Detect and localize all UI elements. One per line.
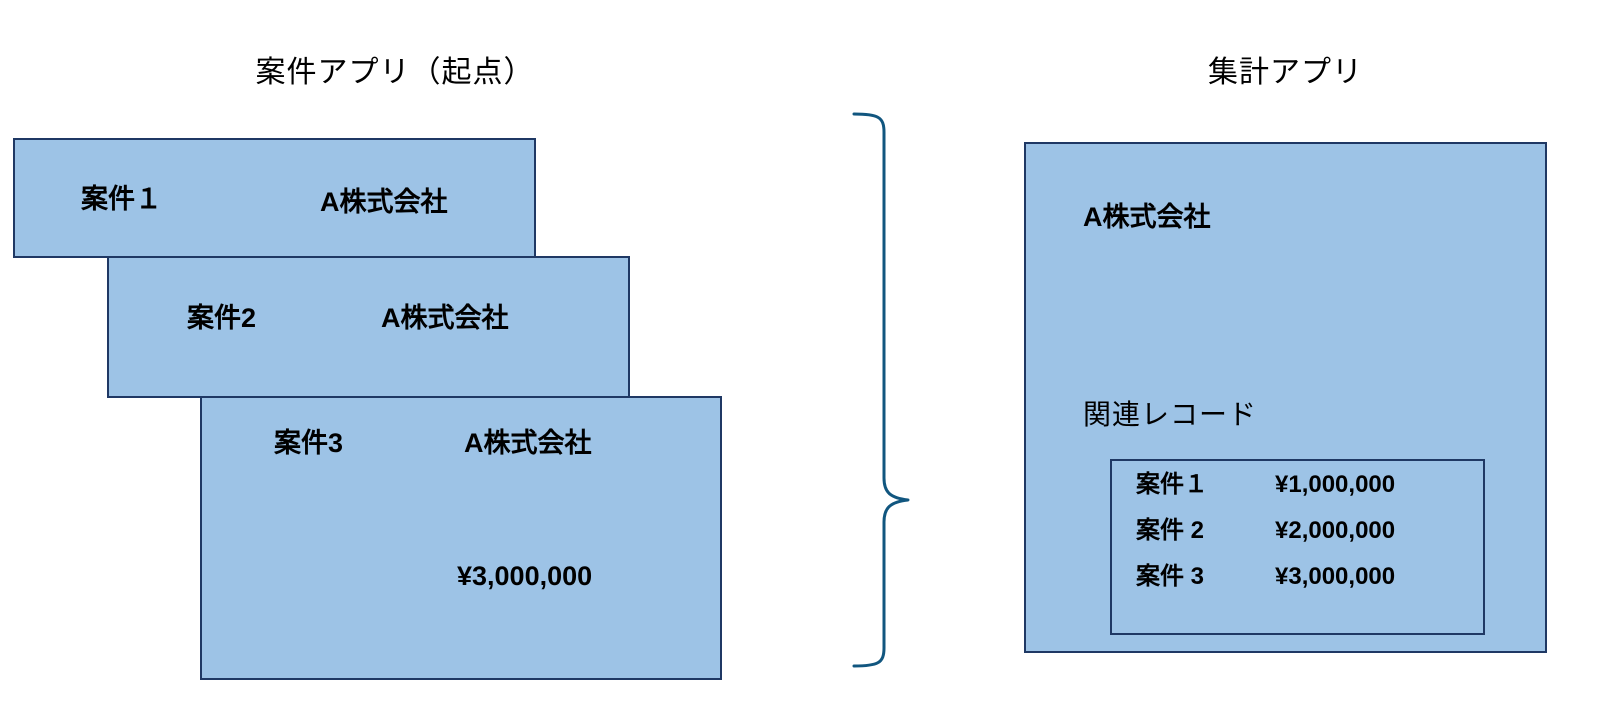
related-record-row[interactable]: 案件１ ¥1,000,000 [1112,473,1483,519]
record-card-1-name: 案件１ [81,184,162,214]
record-card-3[interactable]: 案件3 A株式会社 ¥3,000,000 [200,396,722,680]
related-records-table[interactable]: 案件１ ¥1,000,000 案件 2 ¥2,000,000 案件 3 ¥3,0… [1110,459,1485,635]
record-card-3-name: 案件3 [274,428,344,458]
curly-brace-icon [836,110,926,670]
related-record-row[interactable]: 案件 3 ¥3,000,000 [1112,565,1483,611]
related-record-name: 案件１ [1136,471,1208,498]
record-card-2-name: 案件2 [187,303,257,333]
related-record-amount: ¥2,000,000 [1275,517,1396,544]
related-record-name: 案件 3 [1136,563,1205,590]
record-card-3-amount: ¥3,000,000 [457,561,593,591]
aggregate-app-card[interactable]: A株式会社 関連レコード 案件１ ¥1,000,000 案件 2 ¥2,000,… [1024,142,1547,653]
related-record-amount: ¥3,000,000 [1275,563,1396,590]
record-card-1[interactable]: 案件１ A株式会社 [13,138,536,258]
record-card-2[interactable]: 案件2 A株式会社 [107,256,630,398]
aggregate-company-name: A株式会社 [1083,202,1211,232]
related-record-name: 案件 2 [1136,517,1205,544]
record-card-1-company: A株式会社 [320,187,448,217]
right-app-title: 集計アプリ [1208,56,1363,89]
left-app-title: 案件アプリ（起点） [255,56,535,89]
related-record-amount: ¥1,000,000 [1275,471,1396,498]
record-card-3-company: A株式会社 [464,428,592,458]
related-records-label: 関連レコード [1083,399,1258,430]
related-record-row[interactable]: 案件 2 ¥2,000,000 [1112,519,1483,565]
record-card-2-company: A株式会社 [381,303,509,333]
